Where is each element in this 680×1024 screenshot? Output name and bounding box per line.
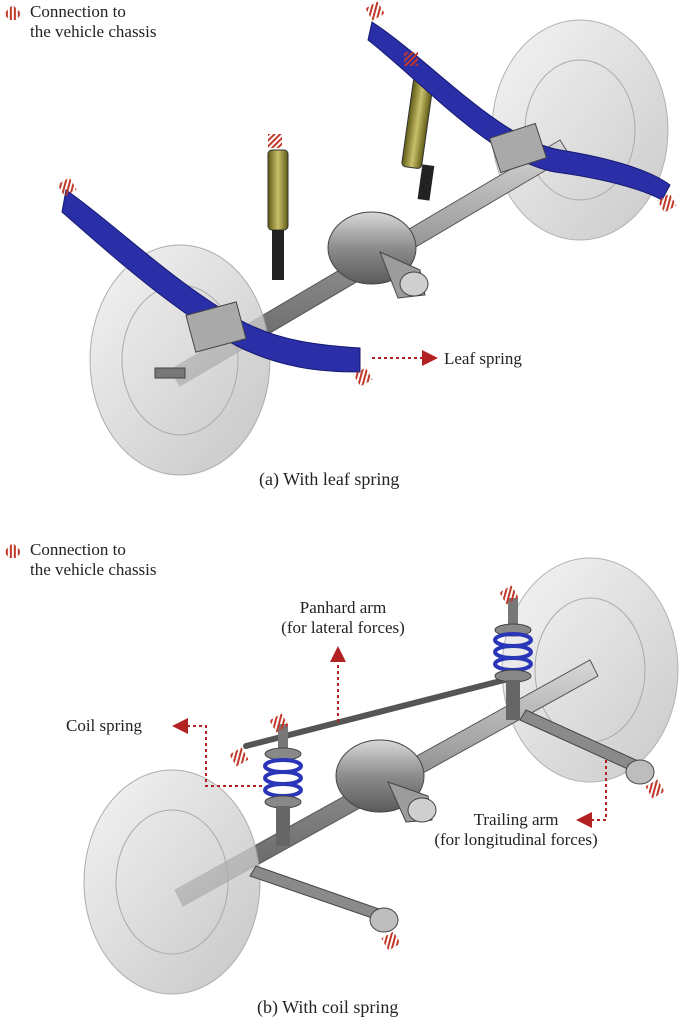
- chassis-connection-marker: [657, 193, 677, 213]
- coil-spring-label: Coil spring: [66, 716, 143, 735]
- panhard-arm-line-2: (for lateral forces): [281, 618, 405, 637]
- right-coil-spring: [493, 598, 533, 720]
- hatched-square-icon: [4, 4, 22, 20]
- chassis-connection-marker: [499, 585, 519, 605]
- chassis-connection-marker: [353, 367, 373, 387]
- chassis-connection-marker: [268, 134, 282, 148]
- legend-line-2: the vehicle chassis: [30, 560, 157, 579]
- trailing-arm-label: Trailing arm (for longitudinal forces): [416, 810, 616, 850]
- panhard-arm-line-1: Panhard arm: [299, 598, 387, 617]
- legend-line-2: the vehicle chassis: [30, 22, 157, 41]
- trailing-arm-line-2: (for longitudinal forces): [434, 830, 598, 849]
- left-wheel: [83, 769, 261, 995]
- chassis-connection-marker: [229, 747, 249, 767]
- right-shock-absorber: [401, 77, 435, 201]
- left-shock-absorber: [267, 149, 289, 280]
- chassis-connection-marker: [381, 931, 401, 951]
- legend-connection-to-chassis: Connection to the vehicle chassis: [4, 540, 157, 580]
- leaf-spring-panel: Connection to the vehicle chassis Leaf s…: [0, 0, 680, 500]
- panhard-arm: [243, 673, 523, 749]
- leaf-spring-suspension-drawing: [57, 1, 677, 476]
- chassis-connection-marker: [57, 177, 77, 197]
- chassis-connection-marker: [645, 779, 665, 799]
- hatched-square-icon: [4, 542, 22, 558]
- leaf-spring-label: Leaf spring: [444, 349, 522, 368]
- coil-spring-arrow: [172, 718, 262, 787]
- coil-spring-panel: Connection to the vehicle chassis Panhar…: [0, 520, 680, 1024]
- left-coil-spring: [263, 724, 303, 846]
- legend-line-1: Connection to: [30, 540, 126, 559]
- legend-line-1: Connection to: [30, 2, 126, 21]
- coil-spring-suspension-drawing: [83, 557, 679, 995]
- chassis-connection-marker: [269, 713, 289, 733]
- left-trailing-arm: [249, 865, 383, 921]
- caption-b: (b) With coil spring: [257, 997, 399, 1017]
- trailing-arm-arrow: [576, 760, 607, 828]
- trailing-arm-line-1: Trailing arm: [473, 810, 559, 829]
- caption-a: (a) With leaf spring: [259, 469, 400, 489]
- legend-connection-to-chassis: Connection to the vehicle chassis: [4, 2, 157, 42]
- panhard-arm-label: Panhard arm (for lateral forces): [268, 598, 418, 638]
- chassis-connection-marker: [404, 52, 418, 66]
- chassis-connection-marker: [365, 1, 385, 21]
